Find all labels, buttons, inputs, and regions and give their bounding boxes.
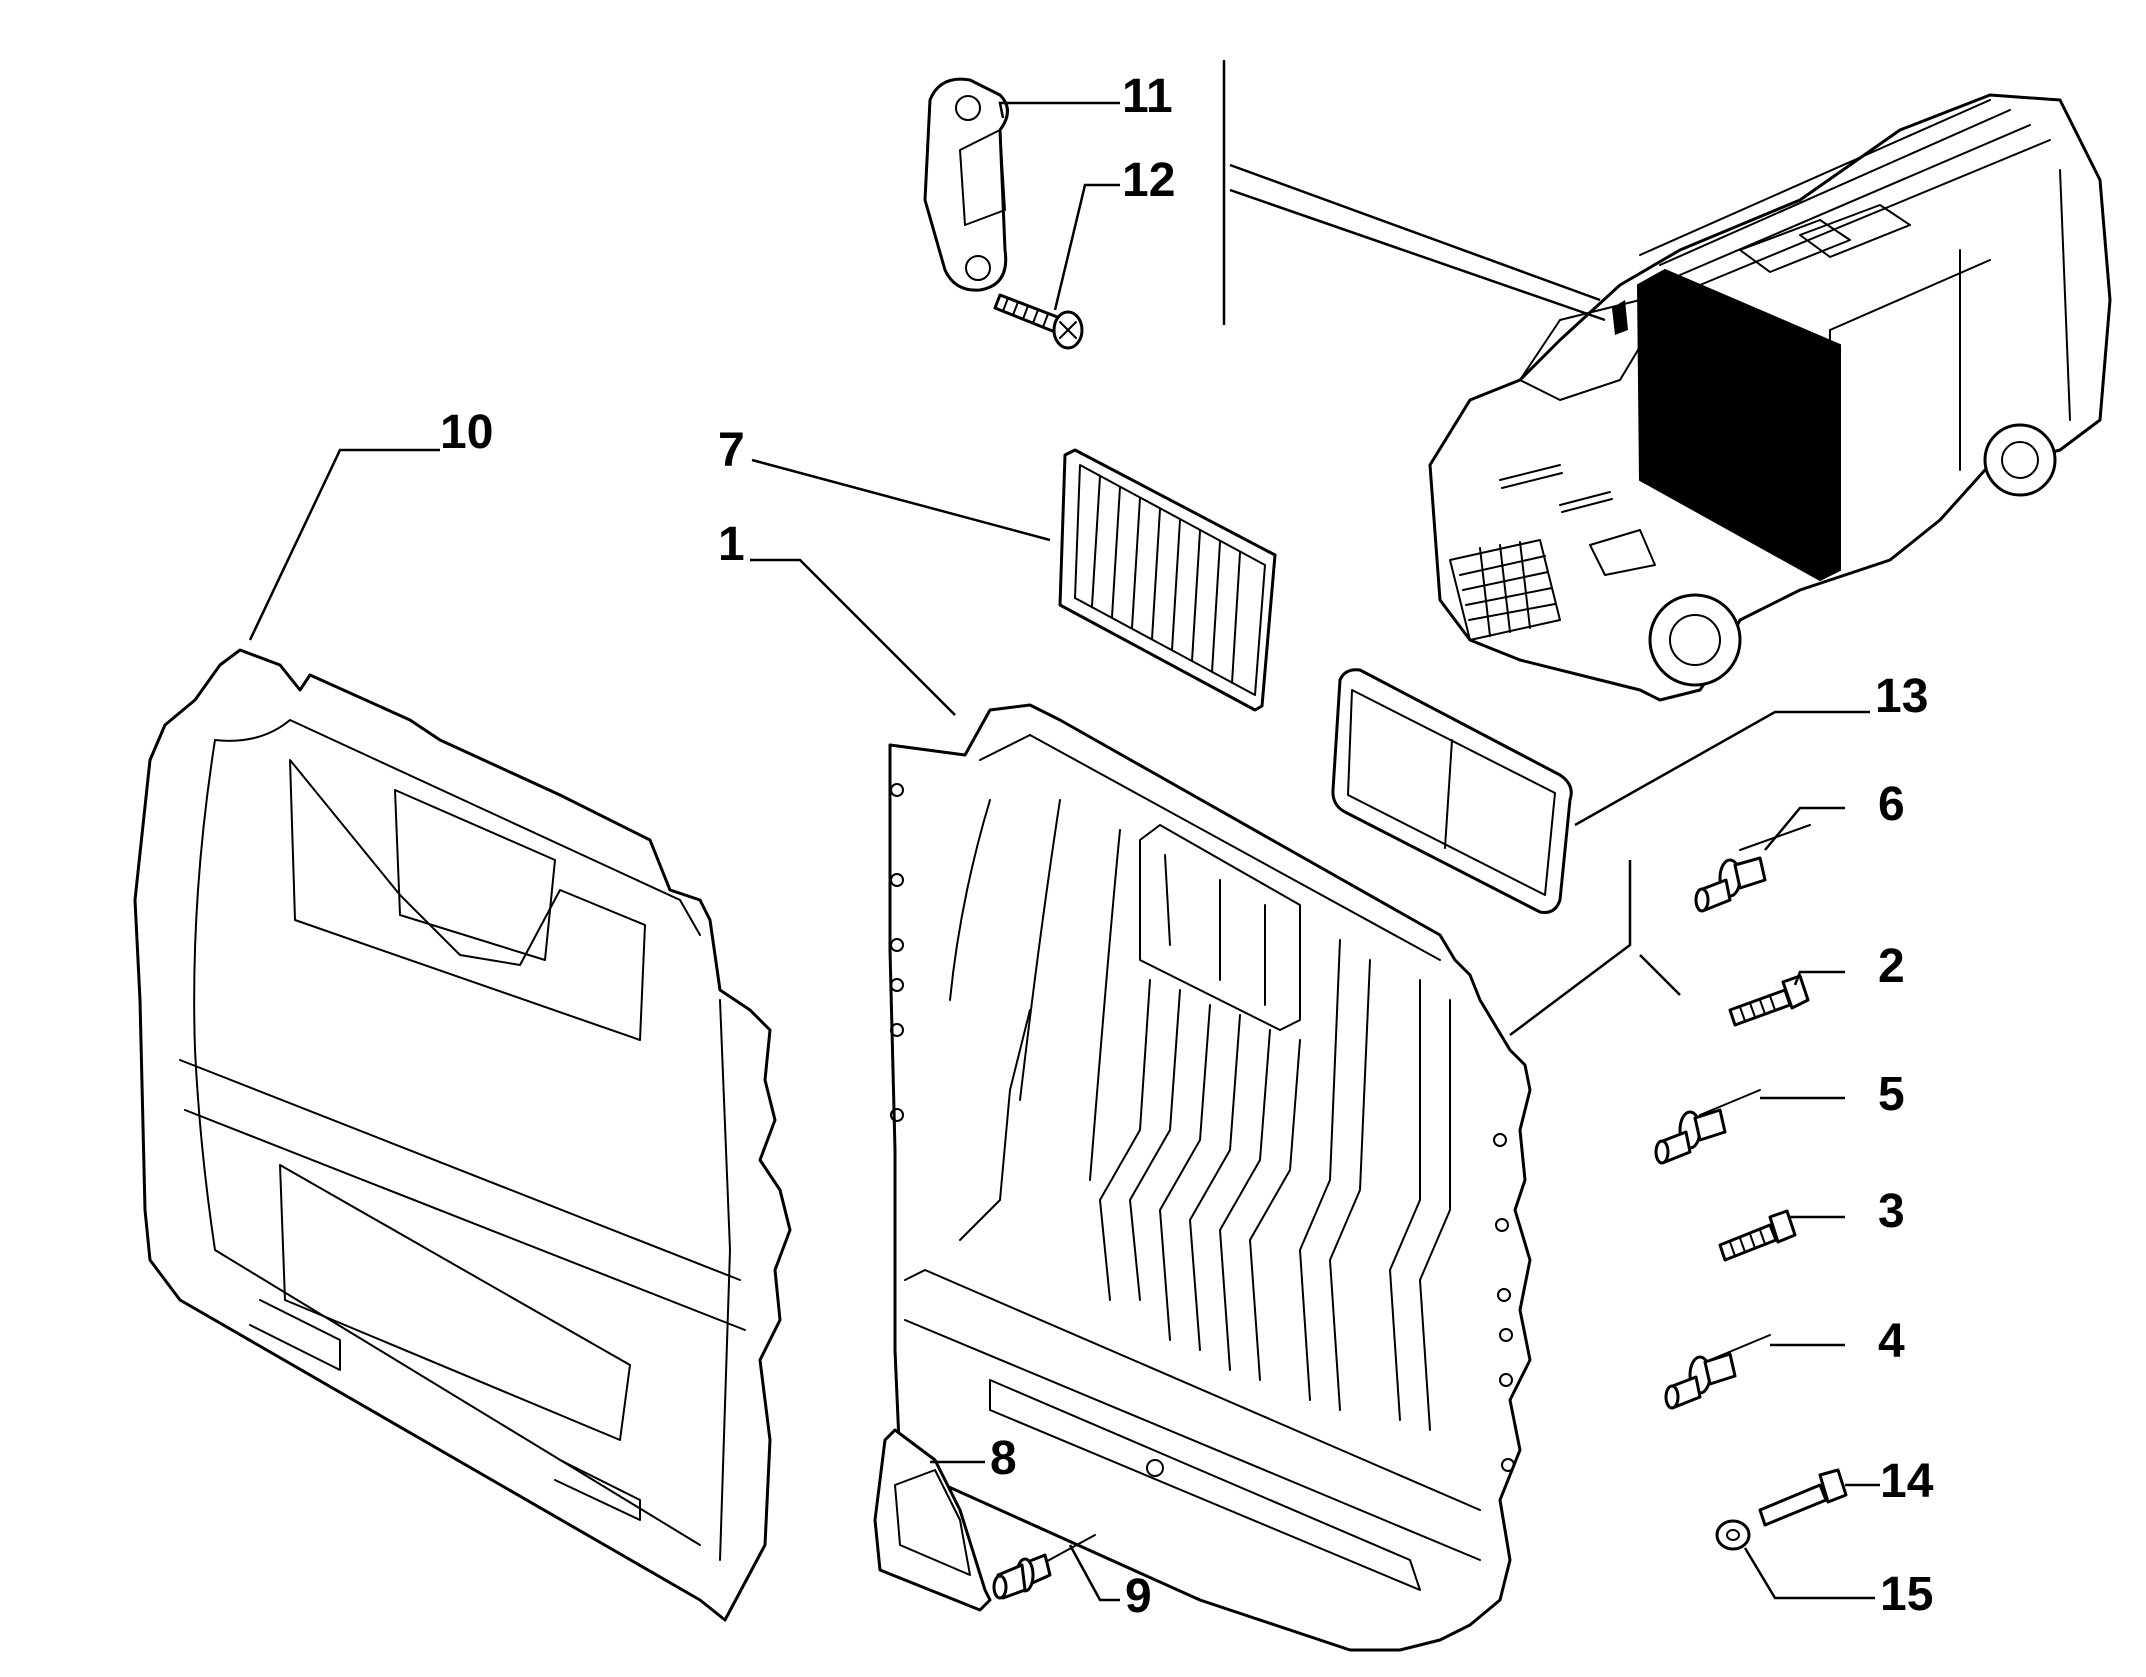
callout-15: 15 <box>1880 1568 1933 1621</box>
part-1-bulkhead-main <box>888 703 1532 1652</box>
part-13-window <box>1331 668 1573 914</box>
part-12-screw <box>993 293 1084 350</box>
callout-12: 12 <box>1122 154 1175 207</box>
part-11-bracket <box>923 77 1009 292</box>
callout-6: 6 <box>1878 778 1905 831</box>
part-4-rivet <box>1664 1334 1771 1410</box>
part-5-rivet <box>1654 1089 1761 1165</box>
part-10-bulkhead-left <box>133 648 792 1622</box>
part-7-slatted-panel <box>1058 448 1277 712</box>
part-14-bolt <box>1758 1468 1848 1527</box>
callout-labels: 11 12 10 7 1 13 6 2 5 3 4 14 15 8 9 <box>440 70 1934 1623</box>
part-6-rivet <box>1694 824 1811 913</box>
callout-14: 14 <box>1880 1455 1934 1508</box>
callout-10: 10 <box>440 406 493 459</box>
callout-3: 3 <box>1878 1185 1905 1238</box>
callout-13: 13 <box>1875 670 1928 723</box>
van-illustration <box>1428 93 2112 702</box>
callout-9: 9 <box>1125 1570 1152 1623</box>
callout-7: 7 <box>718 424 745 477</box>
part-8-bracket <box>873 1428 992 1612</box>
leader-lines <box>248 60 1880 1602</box>
part-2-screw <box>1728 974 1810 1027</box>
callout-8: 8 <box>990 1432 1017 1485</box>
part-15-washer <box>1715 1519 1751 1551</box>
callout-4: 4 <box>1878 1315 1905 1368</box>
callout-2: 2 <box>1878 940 1905 993</box>
callout-5: 5 <box>1878 1068 1905 1121</box>
callout-11: 11 <box>1122 70 1173 123</box>
part-9-rivet <box>992 1534 1096 1600</box>
callout-1: 1 <box>718 518 745 571</box>
part-3-screw <box>1718 1209 1797 1262</box>
